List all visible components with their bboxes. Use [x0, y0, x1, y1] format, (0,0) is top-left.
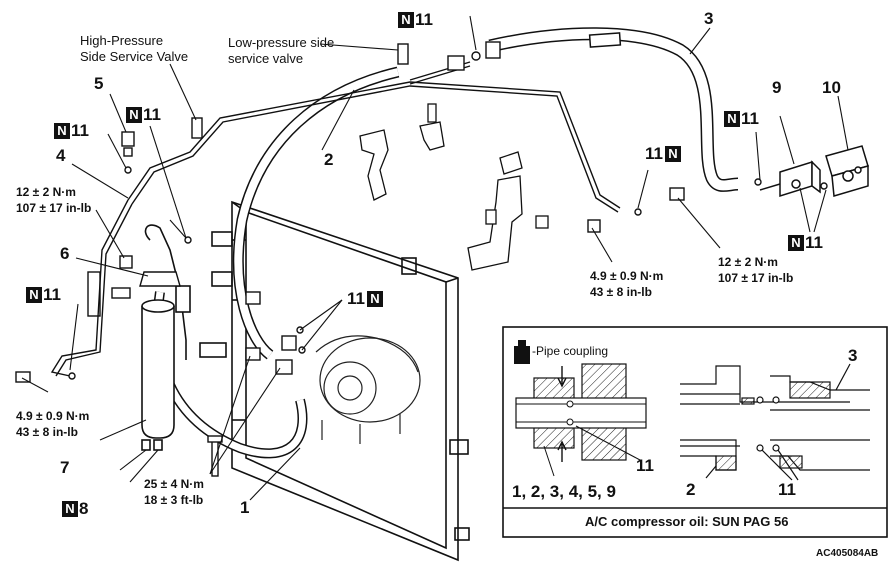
- fittings: [15, 41, 828, 477]
- torque-lower-left: 4.9 ± 0.9 N·m 43 ± 8 in-lb: [16, 409, 90, 439]
- callout-6: 6: [60, 244, 70, 263]
- inset-label-3: 3: [848, 346, 858, 365]
- bracket-6: [111, 271, 181, 299]
- high-pressure-valve-caption-1: High-Pressure: [80, 33, 164, 48]
- callout-3: 3: [704, 9, 714, 28]
- inset-label-11-right: 11: [778, 480, 796, 499]
- expansion-valve-9: [759, 160, 821, 198]
- low-pressure-valve-caption-2: service valve: [228, 51, 304, 66]
- torque-center: 4.9 ± 0.9 N·m 43 ± 8 in-lb: [590, 269, 664, 299]
- callout-4: 4: [56, 146, 66, 165]
- hose-2: [232, 66, 400, 360]
- callout-1: 1: [240, 498, 250, 517]
- condenser: [199, 200, 470, 562]
- low-pressure-valve-caption-1: Low-pressure side: [228, 35, 335, 50]
- mounting-brackets: [359, 103, 549, 271]
- callout-10: 10: [822, 78, 841, 97]
- callout-9: 9: [772, 78, 782, 97]
- inset-legend: -Pipe coupling: [532, 344, 609, 358]
- inset-label-list: 1, 2, 3, 4, 5, 9: [512, 482, 616, 501]
- callout-7: 7: [60, 458, 70, 477]
- leader-lines: [21, 15, 849, 501]
- compressor-oil-note: A/C compressor oil: SUN PAG 56: [585, 514, 789, 529]
- torque-upper-left: 12 ± 2 N·m 107 ± 17 in-lb: [16, 185, 92, 215]
- callout-5: 5: [94, 74, 104, 93]
- receiver-drier: [141, 299, 175, 451]
- pipe-4: [50, 199, 133, 377]
- evaporator-block-10: [825, 145, 869, 197]
- inset-label-2: 2: [686, 480, 696, 499]
- high-pressure-valve-caption-2: Side Service Valve: [80, 49, 189, 64]
- torque-bottom: 25 ± 4 N·m 18 ± 3 ft-lb: [144, 477, 204, 507]
- compressor: [315, 335, 421, 444]
- hose-3: [488, 27, 739, 192]
- pipe-coupling-inset: [502, 326, 888, 538]
- torque-right: 12 ± 2 N·m 107 ± 17 in-lb: [718, 255, 794, 285]
- figure-id: AC405084AB: [816, 548, 879, 559]
- inset-label-11-left: 11: [636, 456, 654, 475]
- callout-2: 2: [324, 150, 334, 169]
